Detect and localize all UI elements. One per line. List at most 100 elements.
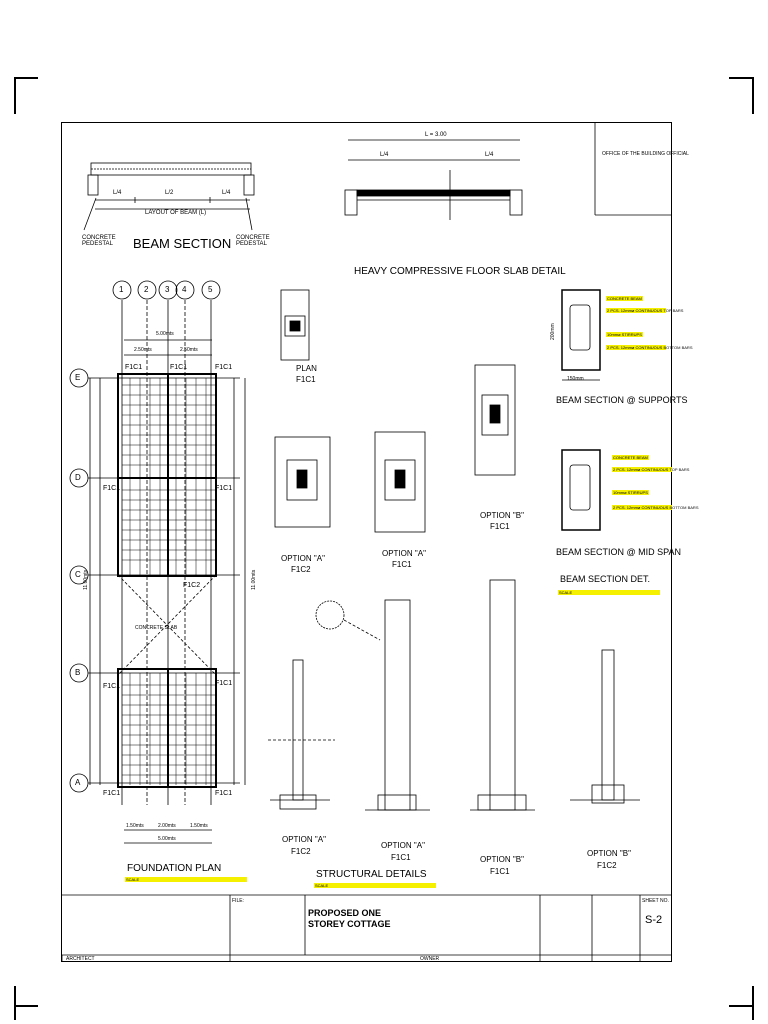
dim-bottom-right: 1.50mts <box>190 823 208 829</box>
architect-label: ARCHITECT <box>66 956 95 962</box>
structural-scale: SCALE <box>314 883 436 888</box>
dim-half-left: 2.50mts <box>134 347 152 353</box>
footing-b1: F1C1 <box>103 683 121 690</box>
drawing-sheet <box>61 122 672 962</box>
beam-det-title: BEAM SECTION DET. <box>560 574 651 584</box>
dim-total-top: 5.00mts <box>156 331 174 337</box>
foundation-grid-hatch <box>122 378 215 785</box>
l4-right-label: L/4 <box>222 190 231 196</box>
mid-note-1: CONCRETE BEAM <box>612 455 649 460</box>
footing-d5: F1C1 <box>215 485 233 492</box>
l2-label: L/2 <box>165 190 174 196</box>
bot-opt-b-f1c2-label: OPTION "B" <box>587 849 631 858</box>
project-title: PROPOSED ONE STOREY COTTAGE <box>308 908 391 929</box>
concrete-pedestal-left: CONCRETE PEDESTAL <box>82 235 116 247</box>
plan-f1c1-drawing <box>280 289 310 361</box>
slab-span-label: L = 3.00 <box>425 132 447 138</box>
opt-b-f1c1-plan <box>474 364 516 476</box>
beam-supports-drawing <box>561 289 601 381</box>
bot-opt-a-f1c2-label: OPTION "A" <box>282 835 326 844</box>
dim-right-total: 11.00mts <box>251 569 257 590</box>
beam-section-title: BEAM SECTION <box>133 236 232 251</box>
crop-mark <box>14 986 16 1020</box>
elevation-f1c2-b <box>570 649 640 804</box>
foundation-plan-title: FOUNDATION PLAN <box>127 863 222 874</box>
elevation-f1c2-a <box>268 659 335 810</box>
title-block-lines <box>61 122 672 962</box>
grid-row-c: C <box>75 570 81 579</box>
dim-150: 150mm <box>567 376 584 382</box>
slab-l4-left: L/4 <box>380 152 389 158</box>
office-label: OFFICE OF THE BUILDING OFFICIAL <box>602 151 689 157</box>
crop-mark <box>729 1005 753 1007</box>
plan-label: PLAN <box>296 364 317 373</box>
elevation-f1c1-b <box>470 579 535 811</box>
opt-b-f1c1-code: F1C1 <box>490 522 510 531</box>
concrete-pedestal-right: CONCRETE PEDESTAL <box>236 235 270 247</box>
dim-200: 200mm <box>550 323 556 340</box>
slab-l4-right: L/4 <box>485 152 494 158</box>
opt-a-f1c1-code: F1C1 <box>392 560 412 569</box>
opt-a-f1c2-code: F1C2 <box>291 565 311 574</box>
footing-c3: F1C2 <box>183 582 201 589</box>
grid-col-3: 3 <box>165 285 170 294</box>
crop-mark <box>752 986 754 1020</box>
grid-row-b: B <box>75 668 81 677</box>
grid-row-e: E <box>75 373 81 382</box>
opt-a-f1c2-plan <box>274 436 331 528</box>
footing-e1: F1C1 <box>125 364 143 371</box>
elevation-f1c1-a <box>365 599 430 811</box>
bot-opt-b-f1c2-code: F1C2 <box>597 861 617 870</box>
mid-note-4: 2 PCS. 12mmø CONTINUOUS BOTTOM BARS <box>612 505 699 510</box>
layout-of-beam-label: LAYOUT OF BEAM (L) <box>145 210 207 216</box>
opt-b-f1c1-label: OPTION "B" <box>480 511 524 520</box>
plan-code: F1C1 <box>296 375 316 384</box>
sheet-number: S-2 <box>645 914 663 926</box>
dim-left-total: 11.00mts <box>83 569 89 590</box>
beam-supports-title: BEAM SECTION @ SUPPORTS <box>556 395 688 405</box>
crop-mark <box>14 1005 38 1007</box>
sup-note-3: 10mmø STIRRUPS <box>606 332 643 337</box>
dim-half-right: 2.50mts <box>180 347 198 353</box>
crop-mark <box>14 77 38 79</box>
crop-mark <box>752 77 754 114</box>
grid-col-4: 4 <box>182 285 187 294</box>
footing-b5: F1C1 <box>215 680 233 687</box>
beam-midspan-drawing <box>561 449 601 531</box>
owner-label: OWNER <box>420 956 440 962</box>
grid-row-d: D <box>75 473 81 482</box>
slab-detail-title: HEAVY COMPRESSIVE FLOOR SLAB DETAIL <box>354 266 566 277</box>
footing-e5: F1C1 <box>215 364 233 371</box>
opt-a-f1c1-plan <box>374 431 426 533</box>
bot-opt-a-f1c2-code: F1C2 <box>291 847 311 856</box>
sheet-label: SHEET NO. <box>642 898 669 904</box>
grid-col-1: 1 <box>119 285 124 294</box>
beam-midspan-title: BEAM SECTION @ MID SPAN <box>556 547 681 557</box>
grid-col-2: 2 <box>144 285 149 294</box>
mid-note-2: 2 PCS. 12mmø CONTINUOUS TOP BARS <box>612 467 690 472</box>
sup-note-2: 2 PCS. 12mmø CONTINUOUS TOP BARS <box>606 308 684 313</box>
beam-det-scale: SCALE <box>558 590 660 595</box>
detail-callout <box>315 600 345 630</box>
bot-opt-b-f1c1-label: OPTION "B" <box>480 855 524 864</box>
sup-note-4: 2 PCS. 12mmø CONTINUOUS BOTTOM BARS <box>606 345 693 350</box>
grid-col-5: 5 <box>208 285 213 294</box>
bot-opt-b-f1c1-code: F1C1 <box>490 867 510 876</box>
footing-d1: F1C1 <box>103 485 121 492</box>
foundation-plan-drawing <box>69 280 246 844</box>
l4-left-label: L/4 <box>113 190 122 196</box>
foundation-scale: SCALE <box>125 877 247 882</box>
structural-details-title: STRUCTURAL DETAILS <box>316 869 427 880</box>
opt-a-f1c2-label: OPTION "A" <box>281 554 325 563</box>
footing-e3: F1C1 <box>170 364 188 371</box>
file-label: FILE: <box>232 898 244 904</box>
bot-opt-a-f1c1-label: OPTION "A" <box>381 841 425 850</box>
opt-a-f1c1-label: OPTION "A" <box>382 549 426 558</box>
mid-note-3: 10mmø STIRRUPS <box>612 490 649 495</box>
sup-note-1: CONCRETE BEAM <box>606 296 643 301</box>
footing-a1: F1C1 <box>103 790 121 797</box>
beam-section-drawing <box>83 162 255 231</box>
bot-opt-a-f1c1-code: F1C1 <box>391 853 411 862</box>
grid-row-a: A <box>75 778 81 787</box>
